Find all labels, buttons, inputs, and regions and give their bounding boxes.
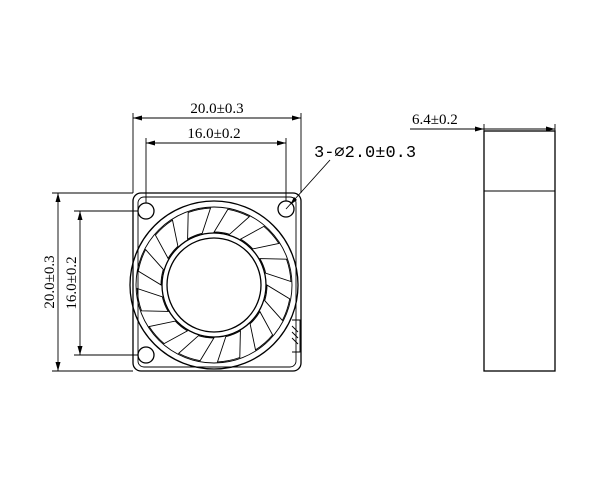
dim-outer-width-label: 20.0±0.3 bbox=[190, 101, 243, 117]
fan-blade bbox=[259, 258, 292, 283]
dim-hole-spacing-width: 16.0±0.2 bbox=[145, 126, 287, 203]
dim-outer-width: 20.0±0.3 bbox=[132, 101, 302, 193]
mounting-hole-top-left bbox=[137, 202, 155, 220]
fan-blade bbox=[187, 207, 212, 240]
side-view-outline bbox=[483, 130, 556, 372]
hole-callout: 3-∅2.0±0.3 bbox=[285, 144, 416, 210]
dim-outer-height: 20.0±0.3 bbox=[42, 192, 133, 372]
fan-blade bbox=[154, 219, 179, 260]
fan-blade bbox=[136, 287, 169, 312]
fan-hub-outer bbox=[161, 232, 267, 338]
fan-blade bbox=[137, 248, 164, 286]
dim-hole-spacing-width-label: 16.0±0.2 bbox=[187, 126, 240, 142]
fan-housing-outer bbox=[129, 200, 299, 370]
fan-blade bbox=[264, 284, 291, 322]
side-view bbox=[483, 130, 556, 372]
front-view bbox=[129, 192, 302, 372]
fan-blade bbox=[148, 320, 189, 345]
fan-blade bbox=[213, 208, 251, 235]
fan-blade bbox=[249, 310, 274, 351]
fan-blade bbox=[239, 225, 280, 250]
fan-blade bbox=[177, 335, 215, 362]
mounting-hole-bottom-left bbox=[137, 346, 155, 364]
dim-hole-spacing-height: 16.0±0.2 bbox=[64, 210, 138, 356]
fan-blade bbox=[216, 330, 241, 363]
fan-hub bbox=[166, 237, 262, 333]
fan-housing-inner bbox=[135, 206, 293, 364]
dim-hole-spacing-height-label: 16.0±0.2 bbox=[64, 256, 80, 309]
dim-outer-height-label: 20.0±0.3 bbox=[42, 255, 58, 308]
dim-thickness: 6.4±0.2 bbox=[410, 112, 556, 132]
frame-inner-outline bbox=[137, 196, 297, 368]
dim-thickness-label: 6.4±0.2 bbox=[412, 112, 458, 128]
wire-exit-detail bbox=[291, 319, 301, 353]
fan-blades bbox=[136, 207, 292, 363]
frame-outline bbox=[132, 192, 302, 372]
hole-callout-label: 3-∅2.0±0.3 bbox=[314, 144, 416, 163]
